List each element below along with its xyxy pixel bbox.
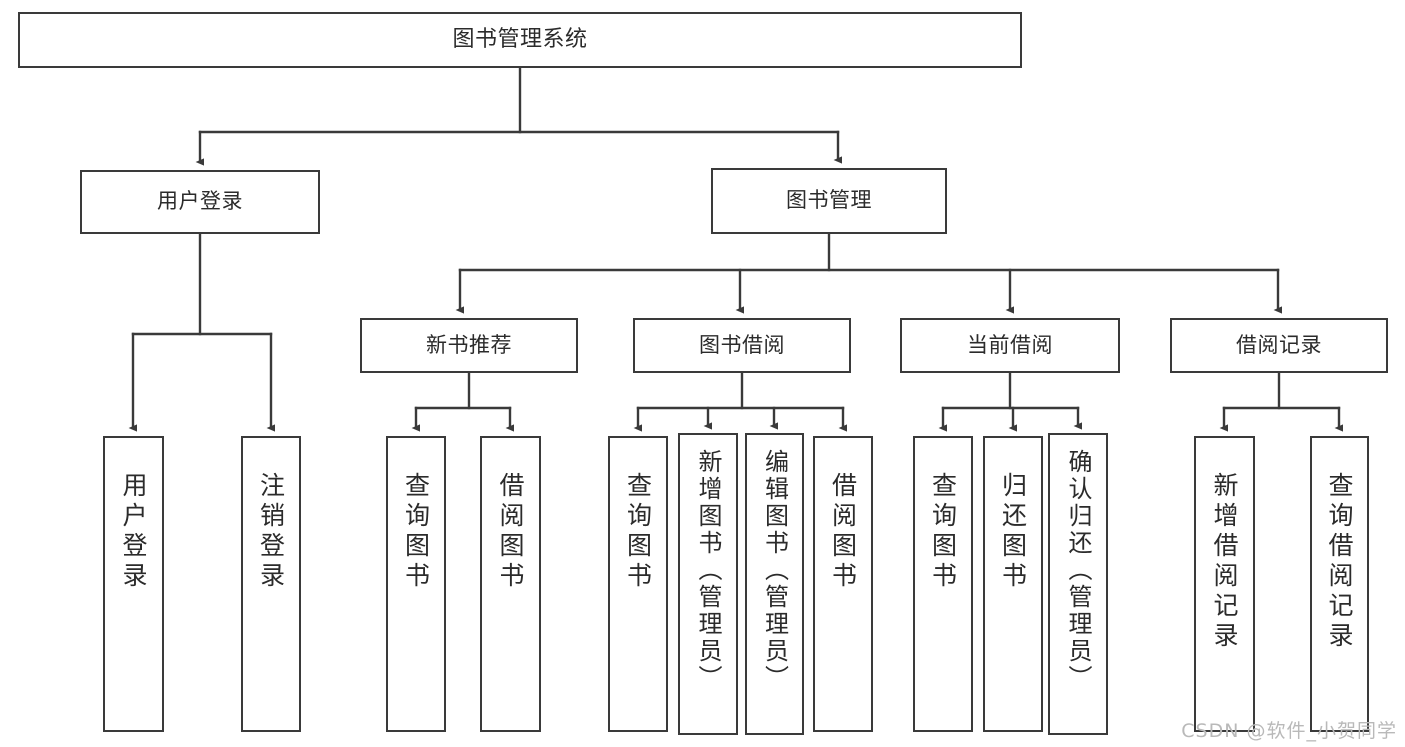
node-current-borrow[interactable]: 当前借阅 [900, 318, 1120, 373]
node-label: 借阅图书 [828, 472, 858, 592]
leaf-query-book-borrow[interactable]: 查询图书 [608, 436, 668, 732]
node-label: 当前借阅 [967, 332, 1053, 357]
leaf-edit-book-admin[interactable]: 编辑图书（管理员） [745, 433, 804, 735]
node-label: 借阅图书 [496, 472, 525, 592]
node-label: 归还图书 [998, 472, 1028, 592]
node-label: 图书管理 [786, 188, 872, 213]
node-label: 查询图书 [623, 472, 653, 592]
node-book-borrow[interactable]: 图书借阅 [633, 318, 851, 373]
node-label: 查询借阅记录 [1325, 472, 1354, 652]
node-label: 用户登录 [157, 189, 243, 214]
leaf-user-login[interactable]: 用户登录 [103, 436, 164, 732]
node-label: 新增借阅记录 [1210, 472, 1239, 652]
leaf-confirm-return-admin[interactable]: 确认归还（管理员） [1048, 433, 1108, 735]
watermark-text: CSDN @软件_小贺同学 [1181, 720, 1397, 742]
node-root-system[interactable]: 图书管理系统 [18, 12, 1022, 68]
leaf-borrow-book-newbook[interactable]: 借阅图书 [480, 436, 541, 732]
node-label: 新增图书（管理员） [694, 449, 722, 692]
node-label: 确认归还（管理员） [1064, 449, 1092, 692]
node-label: 查询图书 [928, 472, 958, 592]
node-label: 查询图书 [401, 472, 431, 592]
node-label: 新书推荐 [426, 332, 512, 357]
node-label: 注销登录 [256, 472, 286, 592]
leaf-add-book-admin[interactable]: 新增图书（管理员） [678, 433, 738, 735]
node-label: 借阅记录 [1236, 332, 1322, 357]
node-label: 图书管理系统 [452, 26, 588, 52]
leaf-logout[interactable]: 注销登录 [241, 436, 301, 732]
leaf-borrow-book[interactable]: 借阅图书 [813, 436, 873, 732]
node-label: 图书借阅 [699, 332, 785, 357]
node-user-login[interactable]: 用户登录 [80, 170, 320, 234]
leaf-return-book[interactable]: 归还图书 [983, 436, 1043, 732]
leaf-query-book-current[interactable]: 查询图书 [913, 436, 973, 732]
leaf-query-borrow-record[interactable]: 查询借阅记录 [1310, 436, 1369, 732]
leaf-add-borrow-record[interactable]: 新增借阅记录 [1194, 436, 1255, 732]
node-book-management[interactable]: 图书管理 [711, 168, 947, 234]
leaf-query-book-newbook[interactable]: 查询图书 [386, 436, 446, 732]
node-label: 编辑图书（管理员） [760, 449, 789, 692]
node-new-book-recommend[interactable]: 新书推荐 [360, 318, 578, 373]
node-label: 用户登录 [119, 472, 148, 592]
node-borrow-record[interactable]: 借阅记录 [1170, 318, 1388, 373]
